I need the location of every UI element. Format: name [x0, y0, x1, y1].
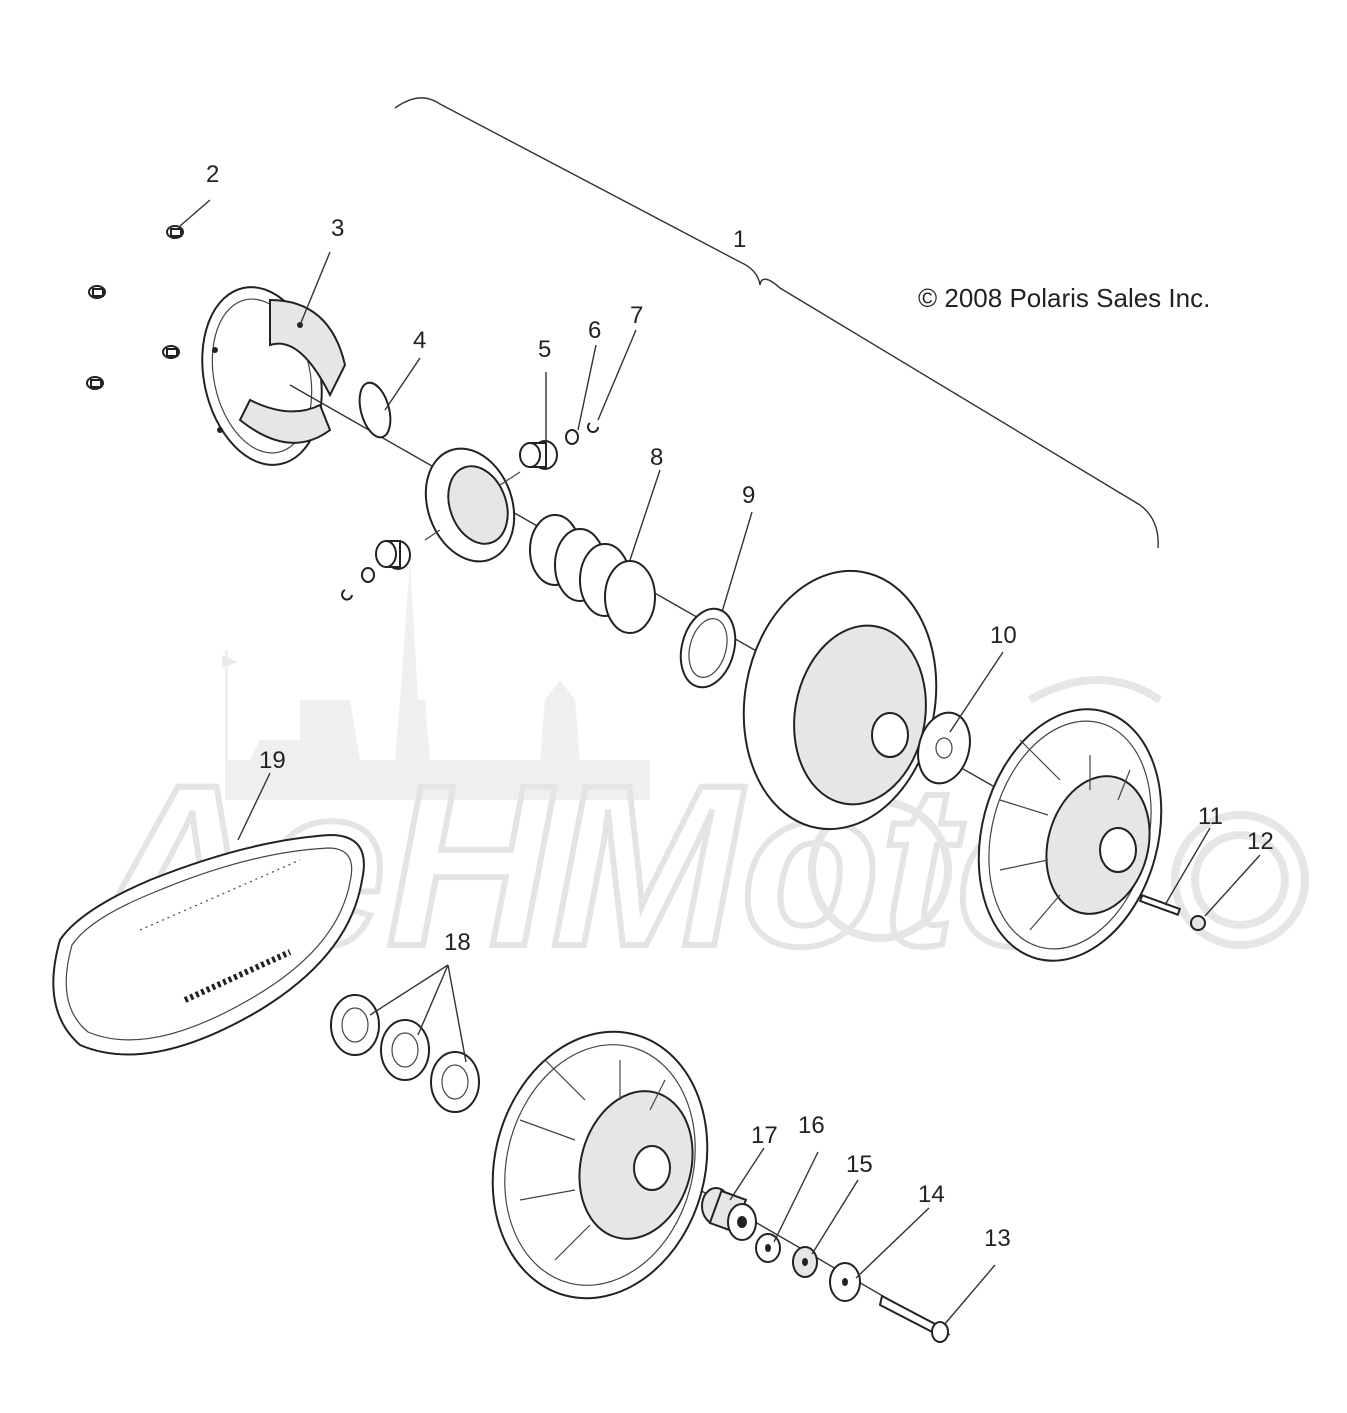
callout-18: 18: [444, 929, 471, 956]
bushing-17-part: [701, 1187, 757, 1241]
clutch-spring-part: [529, 514, 656, 634]
washers-14-16-parts: [755, 1233, 861, 1302]
callout-10: 10: [990, 622, 1017, 649]
copyright-notice: © 2008 Polaris Sales Inc.: [918, 283, 1210, 313]
spider-hub-part: [424, 447, 521, 563]
spacer-ring-part: [679, 607, 737, 689]
callout-12: 12: [1247, 828, 1274, 855]
callout-2: 2: [206, 161, 219, 188]
driven-clutch-part: [491, 1030, 709, 1300]
assembly-bracket: [394, 97, 1159, 549]
callout-16: 16: [798, 1112, 825, 1139]
bolt-13-part: [878, 1294, 949, 1343]
callout-7: 7: [630, 302, 643, 329]
callout-5: 5: [538, 336, 551, 363]
screw-parts: [86, 225, 184, 390]
callout-17: 17: [751, 1122, 778, 1149]
leader-lines: [179, 199, 1261, 1326]
callout-11: 11: [1198, 803, 1223, 830]
callout-3: 3: [331, 215, 344, 242]
callout-4: 4: [413, 327, 426, 354]
callout-15: 15: [846, 1151, 873, 1178]
callout-9: 9: [742, 482, 755, 509]
callout-6: 6: [588, 317, 601, 344]
callout-19: 19: [259, 747, 286, 774]
drive-belt-part: [52, 833, 365, 1056]
snap-ring-part: [358, 381, 392, 439]
roller-bushing-parts: [341, 422, 599, 601]
moveable-sheave-part: [742, 569, 938, 831]
washer-10-part: [917, 711, 971, 785]
callout-8: 8: [650, 444, 663, 471]
callout-labels: 1 2 3 4 5 6 7 8 9 10 11 12 13 14 15 16 1…: [206, 161, 1274, 1252]
callout-13: 13: [984, 1225, 1011, 1252]
fixed-sheave-part: [977, 708, 1163, 962]
washers-18-parts: [330, 994, 480, 1113]
callout-1: 1: [733, 226, 746, 253]
callout-14: 14: [918, 1181, 945, 1208]
drive-cover-part: [201, 286, 347, 466]
pin-and-nut-parts: [1138, 894, 1206, 931]
